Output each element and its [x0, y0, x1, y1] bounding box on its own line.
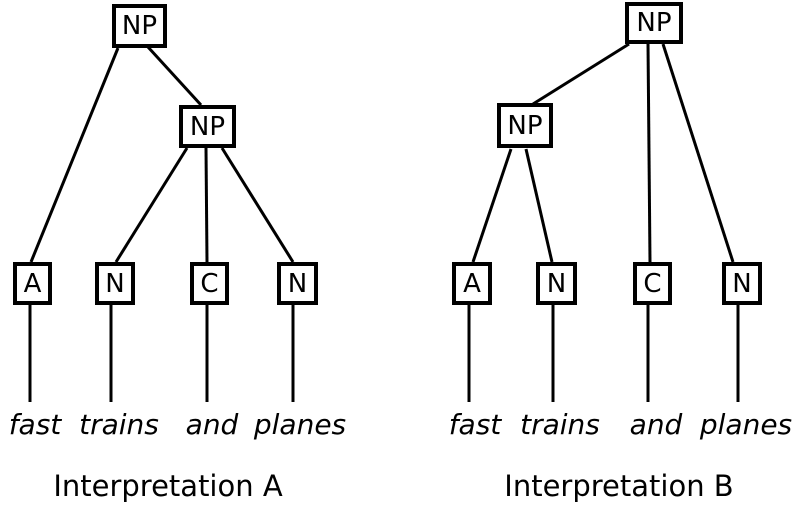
terminal-word: planes — [253, 408, 347, 441]
edge-a-root-to-np — [146, 45, 203, 107]
terminal-word: fast — [448, 408, 502, 441]
tree-b-caption: Interpretation B — [504, 469, 734, 503]
tree-a-sub-node: NP — [179, 105, 236, 148]
tree-a-leaf-label: A — [23, 268, 42, 299]
terminal-word: trains — [79, 408, 159, 441]
tree-a-caption: Interpretation A — [53, 469, 283, 503]
tree-b-sub-node: NP — [497, 103, 553, 148]
tree-b-leaf-label: C — [643, 268, 662, 299]
tree-b-leaf-adj: A — [452, 262, 492, 305]
edge-a-np-to-c — [204, 147, 209, 263]
terminal-word: planes — [699, 408, 793, 441]
edge-a-np-to-n2 — [220, 147, 295, 263]
edge-b-np-to-a — [471, 148, 513, 263]
terminal-word: trains — [520, 408, 600, 441]
tree-b-leaf-conj: C — [633, 262, 672, 305]
tree-a-root-node: NP — [112, 4, 167, 48]
tree-a-leaf-conj: C — [190, 262, 229, 305]
tree-b-root-label: NP — [636, 8, 672, 38]
tree-a-leaf-noun2: N — [277, 262, 318, 305]
tree-b-leaf-label: N — [546, 268, 567, 299]
tree-a-leaf-label: C — [200, 268, 219, 299]
tree-a-leaf-noun1: N — [95, 262, 135, 305]
edge-b-root-to-n2 — [661, 43, 735, 263]
tree-b-leaf-label: N — [732, 268, 752, 299]
tree-a-leaf-label: N — [287, 268, 308, 299]
tree-a-leaf-adj: A — [13, 262, 52, 305]
tree-b-leaf-label: A — [463, 268, 481, 299]
edge-a-np-to-n1 — [114, 147, 189, 263]
tree-a-root-label: NP — [121, 11, 158, 41]
tree-b-leaf-noun1: N — [536, 262, 577, 305]
edge-b-root-to-np — [532, 42, 630, 106]
terminal-word: and — [185, 408, 239, 441]
tree-a-leaf-label: N — [105, 268, 125, 299]
tree-b-root-node: NP — [625, 2, 683, 44]
edge-a-root-to-a — [29, 47, 120, 263]
tree-b-leaf-noun2: N — [722, 262, 762, 305]
tree-b-sub-label: NP — [507, 110, 543, 141]
terminal-word: and — [629, 408, 683, 441]
tree-a-sub-label: NP — [189, 111, 226, 142]
terminal-word: fast — [8, 408, 62, 441]
edge-b-root-to-c — [646, 42, 652, 263]
edge-b-np-to-n1 — [524, 148, 554, 263]
